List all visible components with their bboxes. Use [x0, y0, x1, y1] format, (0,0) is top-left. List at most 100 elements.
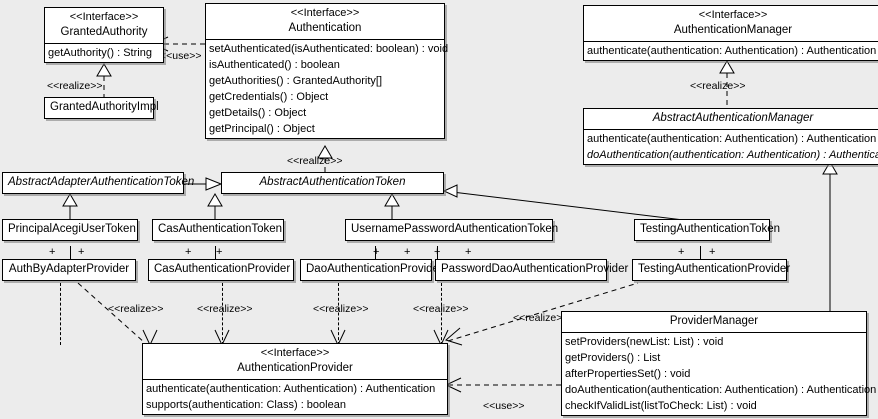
- class-box-authentication-manager[interactable]: <<Interface>> AuthenticationManager auth…: [583, 5, 878, 61]
- operation: getDetails() : Object: [209, 107, 307, 119]
- class-name: GrantedAuthorityImpl: [50, 101, 159, 113]
- class-name: GrantedAuthority: [60, 26, 148, 38]
- assoc-adornment: +: [49, 246, 56, 258]
- relation-label-use-providermanager: <<use>>: [483, 400, 525, 412]
- class-name: AbstractAdapterAuthenticationToken: [8, 176, 195, 188]
- class-box-password-dao-authentication-provider[interactable]: PasswordDaoAuthenticationProvider: [435, 259, 629, 281]
- class-box-dao-authentication-provider[interactable]: DaoAuthenticationProvider: [300, 259, 443, 281]
- class-box-granted-authority-impl[interactable]: GrantedAuthorityImpl: [44, 97, 159, 119]
- class-name: PasswordDaoAuthenticationProvider: [441, 263, 629, 275]
- relation-label-use-authentication-grantedauthority: <<use>>: [160, 50, 202, 62]
- assoc-adornment: +: [185, 246, 192, 258]
- class-header: PrincipalAcegiUserToken: [3, 220, 137, 240]
- operation: getCredentials() : Object: [209, 91, 329, 103]
- class-name: TestingAuthenticationToken: [640, 223, 781, 235]
- class-name: ProviderManager: [669, 315, 759, 327]
- class-header: GrantedAuthorityImpl: [45, 98, 159, 118]
- class-operations: authenticate(authentication: Authenticat…: [584, 129, 878, 164]
- class-header: AbstractAuthenticationToken: [222, 173, 443, 193]
- relation-label-realize-cas-provider: <<realize>>: [197, 303, 253, 315]
- operation: afterPropertiesSet() : void: [565, 368, 691, 380]
- class-name: AbstractAuthenticationManager: [652, 112, 814, 124]
- relation-label-realize-authbyadapter: <<realize>>: [108, 303, 164, 315]
- operation: getPrincipal() : Object: [209, 123, 315, 135]
- relation-label-realize-dao-provider: <<realize>>: [313, 303, 369, 315]
- class-stereotype: <<Interface>>: [69, 11, 139, 23]
- class-name: DaoAuthenticationProvider: [306, 263, 443, 275]
- class-box-testing-authentication-provider[interactable]: TestingAuthenticationProvider: [632, 259, 791, 281]
- class-box-abstract-authentication-token[interactable]: AbstractAuthenticationToken: [221, 172, 444, 194]
- class-box-auth-by-adapter-provider[interactable]: AuthByAdapterProvider: [2, 259, 136, 281]
- operation: isAuthenticated() : boolean: [209, 59, 340, 71]
- class-name: AuthenticationProvider: [237, 362, 353, 374]
- class-name: Authentication: [288, 22, 362, 34]
- class-name: UsernamePasswordAuthenticationToken: [351, 223, 559, 235]
- class-name: AbstractAuthenticationToken: [259, 176, 406, 188]
- class-operations: authenticate(authentication: Authenticat…: [584, 41, 878, 60]
- assoc-line-cas-token-provider: [215, 246, 216, 259]
- class-header: AbstractAdapterAuthenticationToken: [3, 173, 195, 193]
- class-box-abstract-adapter-authentication-token[interactable]: AbstractAdapterAuthenticationToken: [2, 172, 195, 194]
- realize-line-dao-provider: [338, 283, 339, 345]
- realize-line-passworddao-provider: [441, 283, 442, 345]
- class-box-authentication[interactable]: <<Interface>> Authentication setAuthenti…: [205, 3, 449, 139]
- assoc-adornment: +: [678, 246, 685, 258]
- class-operations: setProviders(newList: List) : void getPr…: [562, 332, 876, 415]
- assoc-line-testing-token-provider: [700, 246, 701, 259]
- class-header: PasswordDaoAuthenticationProvider: [436, 260, 629, 280]
- assoc-adornment: +: [709, 246, 716, 258]
- class-header: CasAuthenticationToken: [153, 220, 283, 240]
- operation: getAuthority() : String: [48, 47, 152, 59]
- class-header: UsernamePasswordAuthenticationToken: [346, 220, 559, 240]
- assoc-adornment: +: [216, 246, 223, 258]
- class-box-abstract-authentication-manager[interactable]: AbstractAuthenticationManager authentica…: [583, 108, 878, 165]
- class-box-principal-acegi-user-token[interactable]: PrincipalAcegiUserToken: [2, 219, 138, 241]
- class-operations: getAuthority() : String: [45, 43, 163, 62]
- assoc-adornment: +: [373, 246, 380, 258]
- class-box-cas-authentication-token[interactable]: CasAuthenticationToken: [152, 219, 284, 241]
- assoc-line-principal-authbyadapter: [70, 246, 71, 259]
- class-box-authentication-provider[interactable]: <<Interface>> AuthenticationProvider aut…: [142, 343, 448, 415]
- class-name: PrincipalAcegiUserToken: [8, 223, 136, 235]
- class-box-testing-authentication-token[interactable]: TestingAuthenticationToken: [634, 219, 781, 241]
- class-header: AbstractAuthenticationManager: [584, 109, 878, 129]
- class-box-username-password-authentication-token[interactable]: UsernamePasswordAuthenticationToken: [345, 219, 559, 241]
- operation: authenticate(authentication: Authenticat…: [587, 133, 877, 145]
- operation: checkIfValidList(listToCheck: List) : vo…: [565, 400, 757, 412]
- class-header: AuthByAdapterProvider: [3, 260, 135, 280]
- assoc-line-username-passworddao: [437, 246, 438, 259]
- class-operations: authenticate(authentication: Authenticat…: [143, 379, 447, 414]
- class-header: DaoAuthenticationProvider: [301, 260, 443, 280]
- relation-label-realize-abstractauthtoken: <<realize>>: [287, 155, 343, 167]
- operation: getProviders() : List: [565, 352, 661, 364]
- class-box-cas-authentication-provider[interactable]: CasAuthenticationProvider: [148, 259, 294, 281]
- operation: authenticate(authentication: Authenticat…: [587, 45, 877, 57]
- class-header: CasAuthenticationProvider: [149, 260, 293, 280]
- class-name: CasAuthenticationProvider: [154, 263, 291, 275]
- operation: doAuthentication(authentication: Authent…: [587, 149, 878, 161]
- relation-label-realize-passworddao-provider: <<realize>>: [413, 303, 469, 315]
- class-name: TestingAuthenticationProvider: [638, 263, 791, 275]
- class-stereotype: <<Interface>>: [290, 7, 360, 19]
- realize-line-cas-provider: [222, 283, 223, 345]
- assoc-line-username-dao: [375, 246, 376, 259]
- operation: authenticate(authentication: Authenticat…: [146, 383, 436, 395]
- class-header: ProviderManager: [562, 312, 866, 332]
- class-header: TestingAuthenticationProvider: [633, 260, 791, 280]
- assoc-adornment: +: [465, 246, 472, 258]
- class-header: <<Interface>> AuthenticationProvider: [143, 344, 447, 379]
- class-name: AuthenticationManager: [673, 24, 793, 36]
- class-box-provider-manager[interactable]: ProviderManager setProviders(newList: Li…: [561, 311, 876, 416]
- assoc-adornment: +: [434, 246, 441, 258]
- assoc-adornment: +: [404, 246, 411, 258]
- operation: setProviders(newList: List) : void: [565, 336, 724, 348]
- class-stereotype: <<Interface>>: [698, 9, 768, 21]
- class-header: TestingAuthenticationToken: [635, 220, 781, 240]
- class-stereotype: <<Interface>>: [260, 347, 330, 359]
- operation: supports(authentication: Class) : boolea…: [146, 399, 346, 411]
- class-box-granted-authority[interactable]: <<Interface>> GrantedAuthority getAuthor…: [44, 7, 164, 63]
- operation: getAuthorities() : GrantedAuthority[]: [209, 75, 383, 87]
- class-header: <<Interface>> GrantedAuthority: [45, 8, 163, 43]
- operation: setAuthenticated(isAuthenticated: boolea…: [209, 43, 449, 55]
